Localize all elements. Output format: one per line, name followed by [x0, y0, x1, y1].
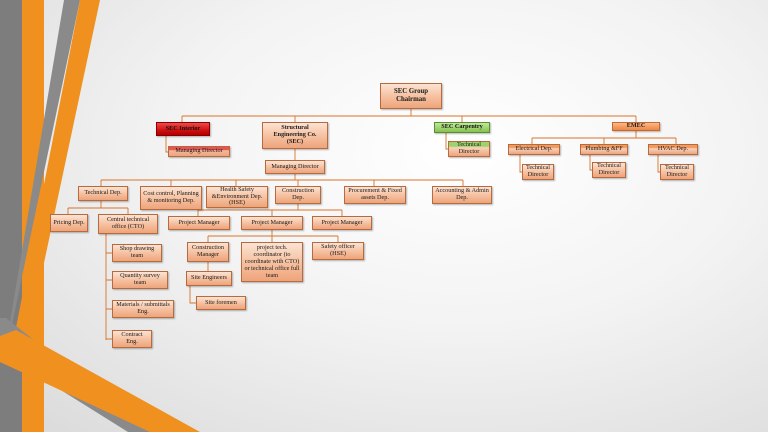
org-node-contract-eng: Contract Eng.: [112, 330, 152, 348]
connector-technical: [67, 201, 129, 214]
org-node-construction-manager: Construction Manager: [187, 242, 229, 262]
org-node-quantity-survey-team: Quantity survey team: [112, 271, 168, 289]
org-node-project-manager-3: Project Manager: [312, 216, 372, 230]
deco-gray-stripe: [8, 0, 80, 334]
org-node-chairman: SEC Group Chairman: [380, 83, 442, 109]
org-node-project-manager-1: Project Manager: [168, 216, 230, 230]
connector-cto-teams: [105, 234, 112, 340]
org-node-sec-carpentry: SEC Carpentry: [434, 122, 490, 133]
connector-md-bus: [100, 174, 464, 186]
org-node-hvac-technical-director: Technical Director: [660, 164, 694, 180]
org-node-hse-dep: Health Safety &Environment Dep. (HSE): [206, 186, 268, 208]
org-node-materials-submittals: Materials / submittals Eng.: [112, 300, 174, 318]
org-node-emec: EMEC: [612, 122, 660, 131]
org-node-safety-officer: Safety officer (HSE): [312, 242, 364, 260]
org-node-plumbing-dep: Plumbing &FF: [580, 144, 628, 155]
deco-orange-stripe: [14, 0, 100, 338]
org-node-procurement-dep: Procurement & Fixed assets Dep.: [344, 186, 406, 204]
org-node-site-foremen: Site foremen: [196, 296, 246, 310]
org-node-electrical-technical-director: Technical Director: [522, 164, 554, 180]
org-node-shop-drawing-team: Shop drawing team: [112, 244, 162, 262]
connector-pm2-children: [207, 230, 339, 242]
connector-construction-pms: [197, 204, 343, 216]
org-node-hvac-dep: HVAC Dep.: [648, 144, 698, 155]
org-node-pricing-dep: Pricing Dep.: [50, 214, 88, 232]
org-node-project-manager-2: Project Manager: [241, 216, 303, 230]
connector-carpentry-td: [445, 133, 448, 150]
connector-se-foremen: [189, 286, 196, 304]
connector-interior-md: [165, 136, 168, 153]
org-node-project-tech-coordinator: project tech. coordinator (to coordinate…: [241, 242, 303, 282]
org-node-sec-interior: SEC Interior: [156, 122, 210, 136]
org-node-technical-dep: Technical Dep.: [78, 186, 128, 201]
org-node-accounting-dep: Accounting & Admin Dep.: [432, 186, 492, 204]
org-node-carpentry-technical-director: Technical Director: [448, 141, 490, 157]
org-node-cto: Central technical office (CTO): [98, 214, 158, 234]
org-node-electrical-dep: Electrical Dep.: [508, 144, 560, 155]
org-node-site-engineers: Site Engineers: [186, 271, 232, 286]
deco-bottom-orange-wave: [0, 330, 200, 432]
org-node-plumbing-technical-director: Technical Director: [592, 162, 626, 178]
org-node-cost-control-dep: Cost control, Planning & monitoring Dep.: [140, 186, 202, 210]
connector-plumb-td: [589, 155, 592, 171]
org-node-construction-dep: Construction Dep.: [275, 186, 321, 204]
connector-elec-td: [519, 155, 522, 173]
org-node-interior-managing-director: Managing Director: [168, 146, 230, 157]
connector-hvac-td: [657, 155, 660, 173]
connector-emec-bus: [531, 131, 677, 144]
org-node-sec-engineering: Structural Engineering Co. (SEC): [262, 122, 328, 149]
org-node-sec-managing-director: Managing Director: [265, 160, 325, 174]
